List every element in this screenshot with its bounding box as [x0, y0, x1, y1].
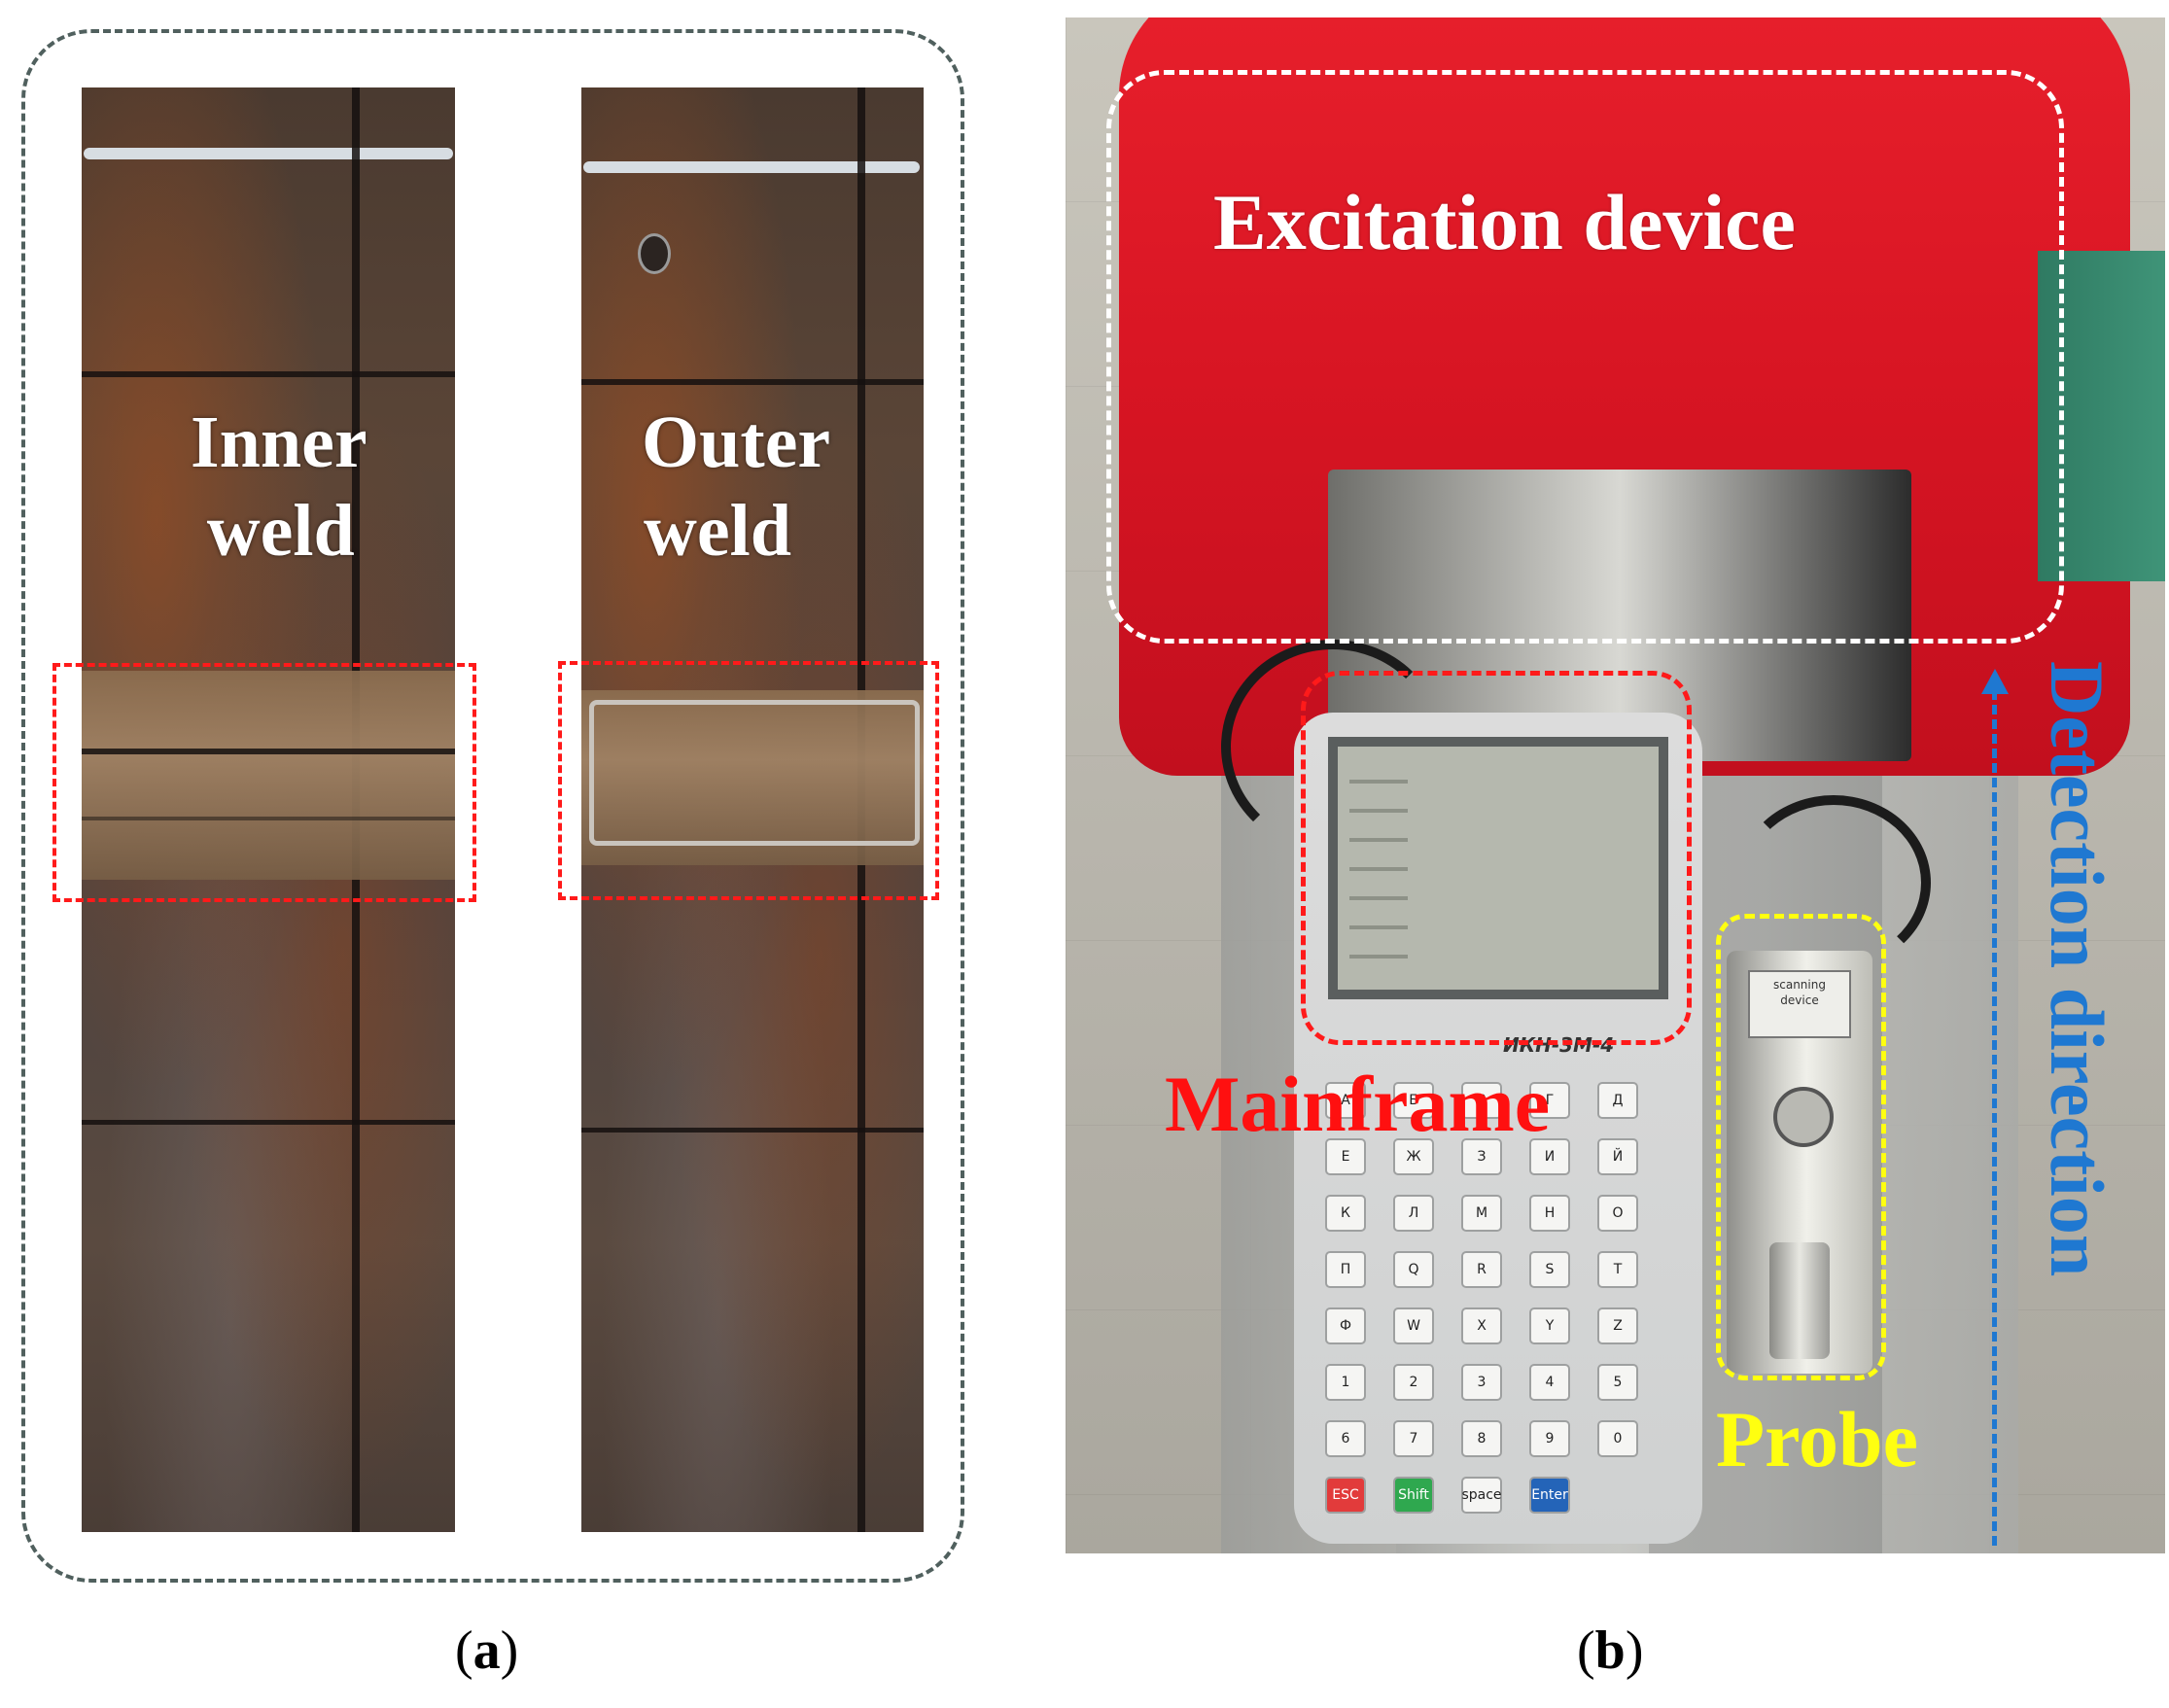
keypad-key: Х — [1461, 1307, 1502, 1344]
keypad-key: Д — [1597, 1082, 1638, 1119]
arrow-head-icon — [1981, 669, 2009, 694]
detection-direction-label: Detection direction — [2035, 661, 2119, 1277]
keypad-key: Ф — [1325, 1307, 1366, 1344]
keypad-key: 5 — [1597, 1364, 1638, 1401]
screen-text-line — [1349, 925, 1408, 929]
caption-a-close: ) — [500, 1621, 519, 1681]
keypad-key: 1 — [1325, 1364, 1366, 1401]
grid-line — [82, 1120, 455, 1125]
grid-line — [82, 371, 455, 377]
keypad-key: Y — [1529, 1307, 1570, 1344]
panel-a-dashed-frame — [21, 29, 964, 1583]
outer-weld-photo — [581, 87, 924, 1532]
keypad-key: И — [1529, 1138, 1570, 1175]
screen-text-line — [1349, 896, 1408, 900]
keypad-key: Ж — [1393, 1138, 1434, 1175]
keypad-key: Z — [1597, 1307, 1638, 1344]
screen-text-line — [1349, 867, 1408, 871]
keypad-key: Q — [1393, 1251, 1434, 1288]
grid-line — [581, 379, 924, 385]
mainframe-highlight-box — [1301, 671, 1692, 1045]
caption-a-letter: a — [472, 1621, 501, 1681]
device-model-label: ИКН-3М-4 — [1503, 1033, 1615, 1057]
keypad-key: Н — [1529, 1195, 1570, 1232]
keypad-key: ESC — [1325, 1477, 1366, 1514]
keypad-key: space — [1461, 1477, 1502, 1514]
screen-text-line — [1349, 809, 1408, 813]
outer-weld-label: Outer weld — [642, 399, 830, 575]
outer-weld-band — [581, 690, 924, 865]
probe-tag-line1: scanning — [1773, 978, 1826, 992]
cable — [1736, 795, 1931, 970]
keypad-key: 3 — [1461, 1364, 1502, 1401]
probe-highlight-box — [1716, 914, 1886, 1380]
keypad-key: 7 — [1393, 1420, 1434, 1457]
cable — [1221, 640, 1445, 854]
detection-direction-arrow — [1992, 690, 1997, 1546]
green-box — [2038, 251, 2165, 581]
keypad-key: W — [1393, 1307, 1434, 1344]
keypad-key: 4 — [1529, 1364, 1570, 1401]
caption-a-open: ( — [455, 1621, 473, 1681]
inner-weld-label: Inner weld — [191, 399, 367, 575]
keypad-key: Enter — [1529, 1477, 1570, 1514]
probe-knob — [1773, 1087, 1834, 1147]
outer-weld-label-line2: weld — [644, 490, 791, 573]
keypad-key: Б — [1393, 1082, 1434, 1119]
excitation-device-label: Excitation device — [1213, 178, 1796, 266]
keypad-key: К — [1325, 1195, 1366, 1232]
chalk-line — [84, 148, 453, 159]
inner-weld-label-line2: weld — [206, 490, 355, 573]
weld-seam — [82, 817, 455, 820]
keypad-key: П — [1325, 1251, 1366, 1288]
probe-tag-line2: device — [1780, 993, 1819, 1007]
probe-device: scanning device — [1727, 951, 1872, 1374]
keypad-key: Г — [1529, 1082, 1570, 1119]
keypad-key: З — [1461, 1138, 1502, 1175]
keypad-key: Е — [1325, 1138, 1366, 1175]
caption-b-letter: b — [1594, 1621, 1626, 1681]
weld-bead — [589, 700, 920, 846]
caption-b-open: ( — [1577, 1621, 1595, 1681]
keypad-key: А — [1325, 1082, 1366, 1119]
caption-a: (a) — [455, 1620, 518, 1682]
keypad-key: О — [1597, 1195, 1638, 1232]
chalk-line — [583, 161, 920, 173]
weld-seam — [82, 749, 455, 754]
inner-weld-photo — [82, 87, 455, 1532]
keypad-key: Shift — [1393, 1477, 1434, 1514]
probe-sensor — [1769, 1242, 1830, 1359]
keypad-key: 6 — [1325, 1420, 1366, 1457]
screen-text-line — [1349, 955, 1408, 959]
mainframe-screen — [1328, 737, 1668, 999]
screen-text-line — [1349, 838, 1408, 842]
keypad-key: 8 — [1461, 1420, 1502, 1457]
keypad-key: М — [1461, 1195, 1502, 1232]
keypad-key: Л — [1393, 1195, 1434, 1232]
screen-text-line — [1349, 780, 1408, 784]
mainframe-label: Mainframe — [1165, 1060, 1551, 1148]
surface-pit — [638, 233, 671, 274]
outer-weld-label-line1: Outer — [642, 401, 831, 483]
keypad-key: S — [1529, 1251, 1570, 1288]
caption-b: (b) — [1577, 1620, 1643, 1682]
keypad-key: Й — [1597, 1138, 1638, 1175]
keypad-key: 2 — [1393, 1364, 1434, 1401]
inner-weld-label-line1: Inner — [191, 401, 367, 483]
probe-tag: scanning device — [1748, 970, 1851, 1038]
outer-weld-highlight-box — [558, 661, 939, 900]
caption-b-close: ) — [1625, 1621, 1644, 1681]
keypad-key: 0 — [1597, 1420, 1638, 1457]
inner-weld-highlight-box — [52, 663, 476, 902]
inner-weld-band — [82, 671, 455, 880]
grid-line — [581, 1128, 924, 1133]
keypad-key: 9 — [1529, 1420, 1570, 1457]
keypad-key: В — [1461, 1082, 1502, 1119]
keypad-key: Т — [1597, 1251, 1638, 1288]
probe-label: Probe — [1716, 1395, 1919, 1483]
excitation-device-highlight-box — [1106, 70, 2064, 644]
keypad-key: R — [1461, 1251, 1502, 1288]
